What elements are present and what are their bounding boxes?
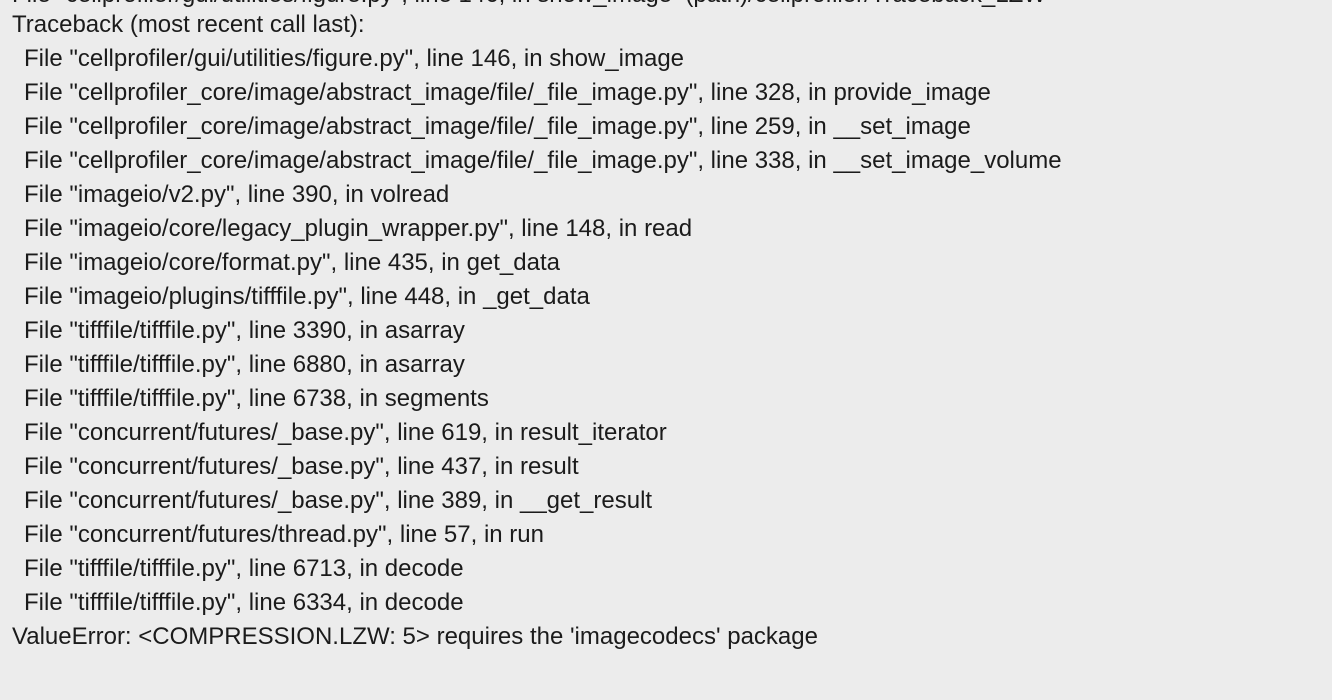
traceback-frame: File "imageio/plugins/tifffile.py", line… bbox=[24, 283, 590, 310]
traceback-frame: File "tifffile/tifffile.py", line 6334, … bbox=[24, 589, 464, 616]
traceback-header: Traceback (most recent call last): bbox=[12, 11, 365, 38]
traceback-frame: File "cellprofiler/gui/utilities/figure.… bbox=[24, 45, 685, 72]
traceback-frame: File "cellprofiler_core/image/abstract_i… bbox=[24, 113, 971, 140]
traceback-frame: File "cellprofiler_core/image/abstract_i… bbox=[24, 147, 1062, 174]
traceback-frame: File "imageio/core/legacy_plugin_wrapper… bbox=[24, 215, 693, 242]
traceback-frame: File "tifffile/tifffile.py", line 6880, … bbox=[24, 351, 465, 378]
traceback-block: Traceback (most recent call last): File … bbox=[12, 8, 1062, 654]
error-message: ValueError: <COMPRESSION.LZW: 5> require… bbox=[12, 623, 818, 650]
traceback-frame: File "tifffile/tifffile.py", line 6738, … bbox=[24, 385, 489, 412]
traceback-frame: File "concurrent/futures/_base.py", line… bbox=[24, 453, 579, 480]
traceback-frame: File "cellprofiler_core/image/abstract_i… bbox=[24, 79, 991, 106]
traceback-frame: File "concurrent/futures/thread.py", lin… bbox=[24, 521, 544, 548]
traceback-frame: File "imageio/v2.py", line 390, in volre… bbox=[24, 181, 450, 208]
traceback-frame: File "tifffile/tifffile.py", line 3390, … bbox=[24, 317, 465, 344]
traceback-frame: File "concurrent/futures/_base.py", line… bbox=[24, 419, 667, 446]
traceback-frame: File "concurrent/futures/_base.py", line… bbox=[24, 487, 653, 514]
traceback-frame: File "tifffile/tifffile.py", line 6713, … bbox=[24, 555, 464, 582]
traceback-frame: File "imageio/core/format.py", line 435,… bbox=[24, 249, 560, 276]
clipped-top-line: File "cellprofiler/gui/utilities/figure.… bbox=[12, 0, 1046, 12]
